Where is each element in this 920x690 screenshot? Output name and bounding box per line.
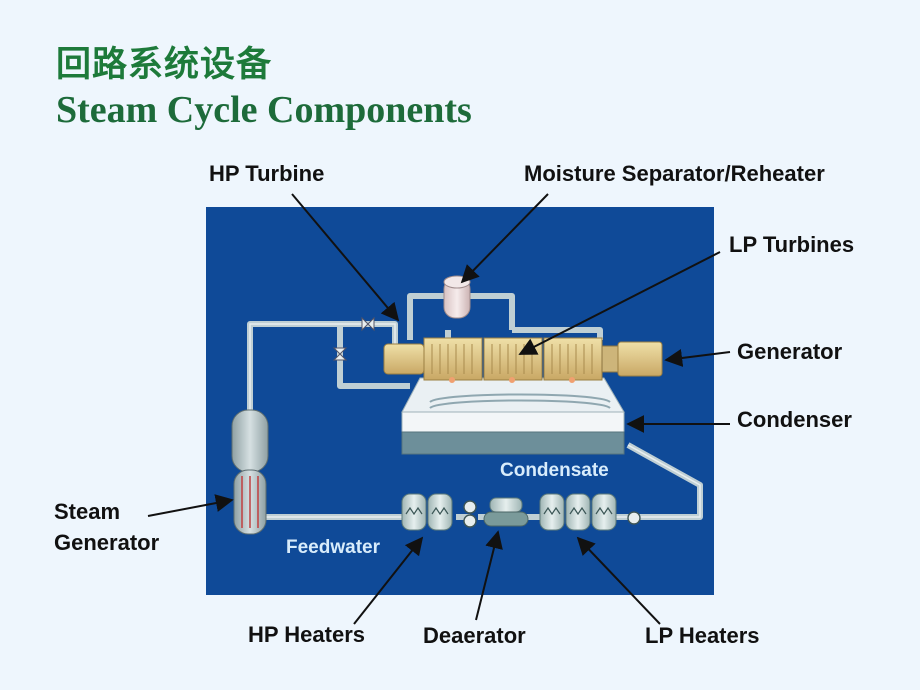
hp-turbine-label: HP Turbine [209,161,325,186]
hp-turbine-pointer [291,193,400,322]
condenser-label: Condenser [737,407,852,432]
generator [601,341,663,377]
lp-heaters [539,493,617,531]
deaerator-label: Deaerator [423,623,526,648]
pumps [463,500,641,528]
steam-generator-label-line1: Steam [54,499,121,524]
slide-title-english: Steam Cycle Components [56,89,472,131]
generator-label: Generator [737,339,843,364]
moisture-separator-label: Moisture Separator/Reheater [524,161,825,186]
generator-pointer [664,349,731,367]
steam-generator-pointer [147,494,234,517]
hp-heaters-pointer [353,536,424,625]
steam-generator-label-line2: Generator [54,530,160,556]
feedwater-label: Feedwater [286,537,380,558]
lp-turbines-pointer [518,251,721,355]
hp-heaters-label: HP Heaters [248,622,365,647]
steam-generator-label: Steam Generator [54,496,159,558]
label-pointers [147,193,731,625]
slide-title-chinese: 回路系统设备 [56,45,273,85]
valve-icons [332,316,375,361]
lp-heaters-pointer [576,536,661,625]
pipe-highlights [249,323,701,518]
lp-turbines-label: LP Turbines [729,232,855,257]
deaerator-pointer [475,530,503,621]
hp-heaters [401,493,453,531]
hp-turbine [383,343,425,375]
moisture-separator-tank [443,275,471,319]
deaerator-tank [483,497,529,527]
lp-turbines [423,337,603,383]
condenser-body [401,377,625,455]
lp-heaters-label: LP Heaters [645,623,760,648]
steam-generator-vessel [231,409,269,535]
moisture-separator-pointer [460,193,549,284]
condensate-label: Condensate [500,460,609,481]
